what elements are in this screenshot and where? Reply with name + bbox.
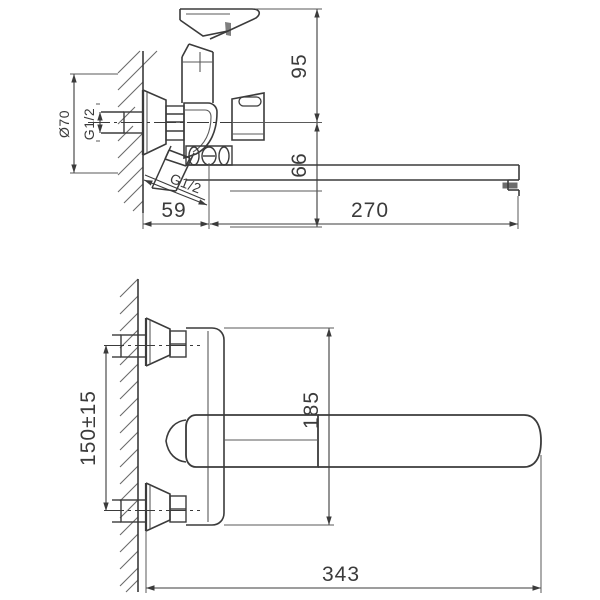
spout-front-body — [318, 414, 542, 468]
spout-aerator — [502, 182, 518, 189]
mixer-body-inner-curve — [184, 109, 212, 153]
lever-handle-tip-shade — [225, 22, 231, 36]
dim-label-95: 95 — [288, 53, 311, 78]
dim-label-diameter-70: Ø70 — [56, 110, 72, 138]
dim-150: 150±15 — [77, 345, 109, 511]
lower-front-view: 150±15 185 343 — [77, 278, 542, 593]
cartridge-tower — [181, 43, 214, 103]
shower-outlet-slot — [238, 96, 262, 107]
dim-95: 95 — [232, 8, 322, 123]
dim-185: 185 — [224, 327, 334, 526]
dim-label-150: 150±15 — [77, 390, 100, 466]
dim-label-185: 185 — [300, 391, 323, 429]
mixer-body-front — [186, 327, 225, 526]
dim-343: 343 — [145, 455, 542, 593]
lever-handle — [179, 8, 260, 40]
dim-59: 59 — [142, 163, 210, 229]
dim-label-270: 270 — [351, 199, 389, 222]
cartridge-tower-detail — [182, 52, 213, 72]
lever-handle-front-cap — [165, 419, 187, 463]
dim-66: 66 — [230, 123, 322, 228]
dim-label-343: 343 — [322, 563, 360, 586]
upper-side-view: Ø70 G1/2 G1/2 95 66 — [56, 8, 520, 229]
dim-diameter-70: Ø70 — [56, 73, 118, 174]
hex-nut-lower-front — [169, 495, 187, 523]
hex-nut-upper-front — [169, 330, 187, 358]
wall-hatching-front — [119, 278, 139, 593]
lever-handle-front — [185, 414, 319, 468]
shower-outlet-block — [231, 92, 265, 141]
dim-label-g12-lower: G1/2 — [168, 170, 204, 197]
spout-outline — [186, 164, 520, 196]
dim-label-59: 59 — [161, 199, 186, 222]
dim-label-g12-upper: G1/2 — [81, 108, 97, 140]
mixer-body-outline — [183, 102, 218, 160]
dim-label-66: 66 — [288, 152, 311, 177]
dim-g12-upper: G1/2 — [81, 103, 103, 142]
dim-270: 270 — [210, 196, 519, 229]
